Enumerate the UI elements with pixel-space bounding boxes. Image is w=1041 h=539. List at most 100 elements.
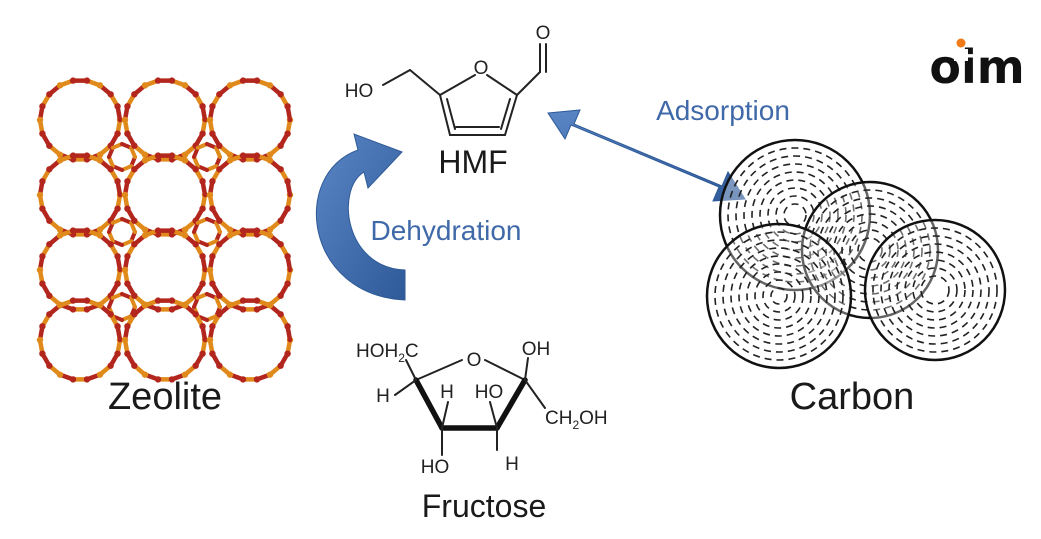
zeolite-atom <box>56 232 64 239</box>
zeolite-atom <box>226 82 234 89</box>
zeolite-atom <box>69 376 77 383</box>
zeolite-atom <box>56 226 64 233</box>
zeolite-atom <box>216 241 223 248</box>
zeolite-atom <box>39 253 46 260</box>
zeolite-atom <box>266 371 274 378</box>
zeolite-atom <box>239 306 247 313</box>
zeolite-atom <box>39 350 46 357</box>
zeolite-atom <box>114 103 121 110</box>
zeolite-atom <box>141 151 149 158</box>
zeolite-atom <box>192 311 199 318</box>
zeolite-atom <box>107 241 114 248</box>
zeolite-atom <box>154 297 162 304</box>
hmf-label: HMF <box>438 144 507 180</box>
zeolite-atom <box>154 376 162 383</box>
zeolite-atom <box>253 77 261 84</box>
zeolite-atom <box>131 362 138 369</box>
zeolite-atom <box>277 166 284 173</box>
zeolite-atom <box>83 297 91 304</box>
zeolite-atom <box>266 82 274 89</box>
zeolite-bond <box>214 220 222 234</box>
zeolite-atom <box>46 311 53 318</box>
adsorption-label: Adsorption <box>656 95 790 126</box>
zeolite-atom <box>83 152 91 159</box>
zeolite-atom <box>277 217 284 224</box>
zeolite-atom <box>114 205 121 212</box>
zeolite-atom <box>39 178 46 185</box>
carbon-layer <box>817 197 923 303</box>
zeolite-atom <box>154 227 162 234</box>
carbon-particle <box>718 138 872 292</box>
zeolite-atom <box>199 130 206 137</box>
fructose-hoh2c-label: HOH2C <box>356 341 419 365</box>
zeolite-atom <box>199 253 206 260</box>
zeolite-atom <box>114 323 121 330</box>
carbon-layer <box>746 263 812 329</box>
zeolite-atom <box>284 178 291 185</box>
zeolite-atom <box>141 157 149 164</box>
zeolite-atom <box>253 376 261 383</box>
zeolite-atom <box>83 77 91 84</box>
zeolite-atom <box>216 292 223 299</box>
zeolite-atom <box>46 142 53 149</box>
zeolite-atom <box>83 376 91 383</box>
zeolite-atom <box>226 302 234 309</box>
zeolite-bond <box>129 145 137 159</box>
zeolite-label: Zeolite <box>108 376 222 418</box>
zeolite-bond <box>214 145 222 159</box>
zeolite-atom <box>96 226 104 233</box>
hmf-hydroxyl-label: HO <box>345 81 374 102</box>
zeolite-atom <box>114 350 121 357</box>
zeolite-structure <box>36 77 294 383</box>
zeolite-atom <box>56 371 64 378</box>
fructose-h-inner-label: H <box>440 382 454 403</box>
zeolite-atom <box>39 323 46 330</box>
zeolite-atom <box>124 253 131 260</box>
zeolite-atom <box>131 142 138 149</box>
zeolite-atom <box>206 116 214 124</box>
carbon-layer <box>841 221 899 279</box>
carbon-layer <box>770 287 788 305</box>
carbon-layer <box>920 275 950 305</box>
fructose-h-left-label: H <box>376 386 390 407</box>
fructose-ch2oh-label: CH2OH <box>545 408 608 432</box>
zeolite-atom <box>124 205 131 212</box>
zeolite-atom <box>39 103 46 110</box>
zeolite-atom <box>141 302 149 309</box>
zeolite-atom <box>181 302 189 309</box>
zeolite-atom <box>96 82 104 89</box>
oim-logo-text: oim <box>929 40 1024 94</box>
zeolite-atom <box>36 191 44 199</box>
zeolite-atom <box>226 371 234 378</box>
zeolite-atom <box>96 157 104 164</box>
zeolite-atom <box>199 205 206 212</box>
zeolite-atom <box>107 311 114 318</box>
zeolite-atom <box>277 311 284 318</box>
zeolite-atom <box>141 226 149 233</box>
zeolite-atom <box>124 103 131 110</box>
carbon-layer <box>888 243 982 337</box>
zeolite-atom <box>253 227 261 234</box>
carbon-layer <box>738 255 820 337</box>
zeolite-atom <box>216 166 223 173</box>
fructose-hoh2c-subscript: 2 <box>398 351 405 365</box>
zeolite-bond <box>129 295 137 309</box>
hmf-structure <box>382 43 547 136</box>
zeolite-atom <box>277 362 284 369</box>
zeolite-atom <box>56 82 64 89</box>
zeolite-atom <box>141 371 149 378</box>
zeolite-atom <box>216 311 223 318</box>
zeolite-atom <box>226 157 234 164</box>
zeolite-atom <box>39 280 46 287</box>
zeolite-atom <box>239 376 247 383</box>
fructose-hoh2c-text: HOH <box>356 341 398 362</box>
zeolite-atom <box>141 82 149 89</box>
zeolite-atom <box>168 152 176 159</box>
zeolite-atom <box>253 306 261 313</box>
fructose-ch2oh-tail: OH <box>579 408 608 429</box>
zeolite-atom <box>266 302 274 309</box>
zeolite-atom <box>284 280 291 287</box>
zeolite-atom <box>199 280 206 287</box>
zeolite-atom <box>56 157 64 164</box>
zeolite-atom <box>121 116 129 124</box>
